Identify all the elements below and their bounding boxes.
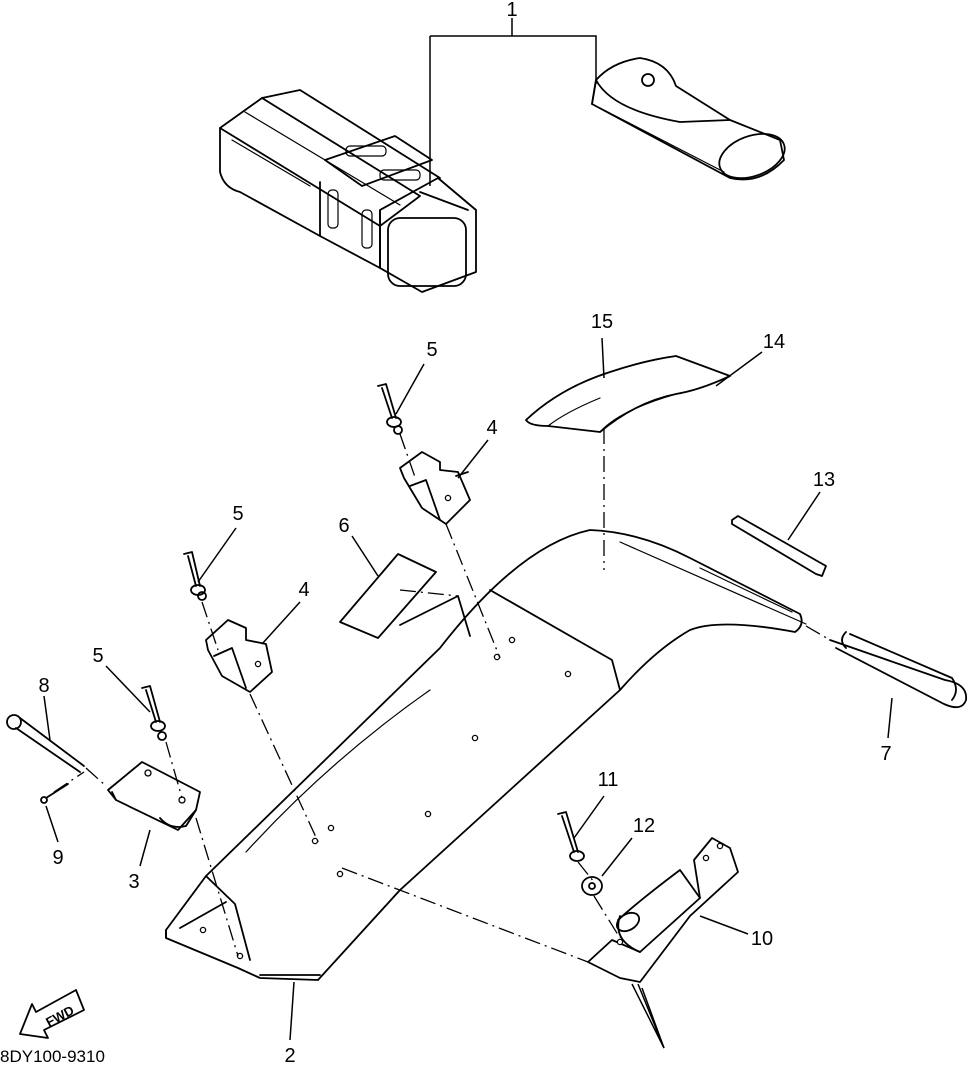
stay-bracket: [587, 837, 739, 983]
callout-3: 3: [128, 871, 139, 893]
tool-bag-body: [219, 89, 477, 293]
hinge-bracket: [107, 761, 201, 831]
callout-13: 13: [813, 469, 835, 491]
callout-7: 7: [880, 743, 891, 765]
rivet-middle: [183, 551, 207, 601]
wire-handle: [829, 631, 968, 709]
callout-2: 2: [284, 1045, 295, 1066]
clip-lower: [205, 619, 273, 693]
fwd-label: FWD: [43, 1002, 76, 1029]
callout-4-lower: 4: [298, 579, 309, 601]
hinge-pin: [6, 714, 85, 773]
drawing-code: 8DY100-9310: [0, 1047, 105, 1066]
rivet-top: [377, 383, 403, 435]
callout-15: 15: [591, 311, 613, 333]
callout-14: 14: [763, 331, 785, 353]
callout-1: 1: [506, 0, 517, 21]
callout-10: 10: [751, 928, 773, 950]
callout-8: 8: [38, 675, 49, 697]
callout-11: 11: [598, 769, 619, 791]
rear-fender: [165, 529, 807, 981]
caution-label: [339, 553, 437, 639]
callout-9: 9: [52, 847, 63, 869]
callout-5-top: 5: [426, 339, 437, 361]
rivet-bracket: [557, 811, 585, 862]
tool-pouch: [591, 57, 786, 181]
callout-5-middle: 5: [232, 503, 243, 525]
washer: [581, 876, 603, 896]
callout-5-lower: 5: [92, 645, 103, 667]
fwd-arrow-icon: FWD: [19, 989, 85, 1039]
rubber-strip: [731, 515, 827, 577]
callout-12: 12: [633, 815, 655, 837]
cotter-pin: [40, 783, 69, 804]
callout-6: 6: [338, 515, 349, 537]
callout-4-upper: 4: [486, 417, 497, 439]
rivet-lower: [141, 685, 167, 741]
reflector-tape: [525, 355, 731, 433]
